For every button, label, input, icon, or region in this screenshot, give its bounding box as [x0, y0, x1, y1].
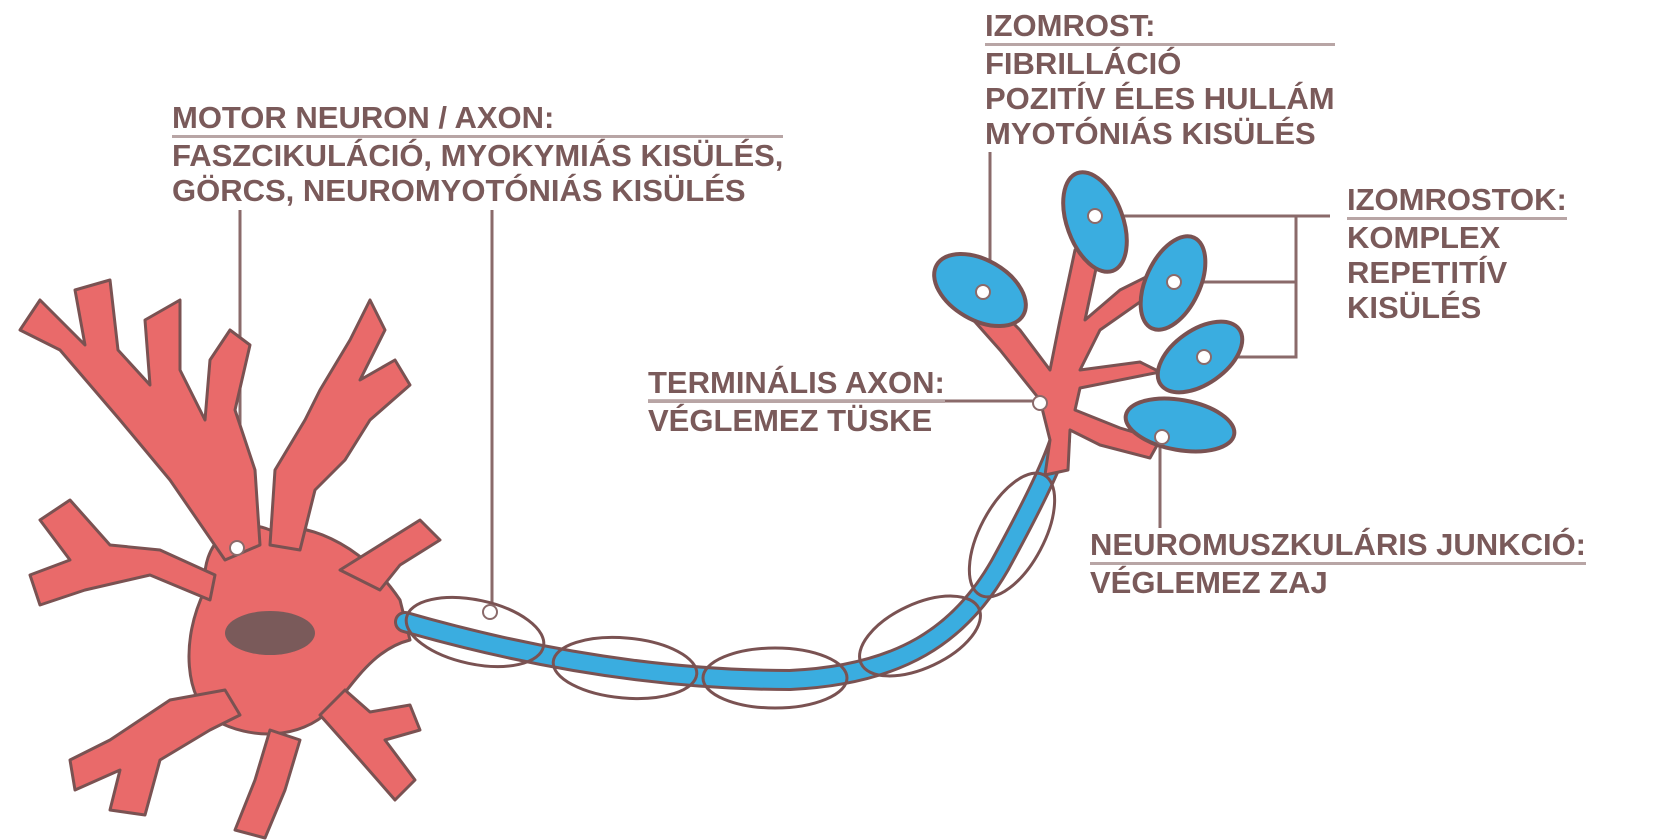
label-terminalis-line-1: VÉGLEMEZ TÜSKE [648, 403, 945, 438]
label-junkcio: NEUROMUSZKULÁRIS JUNKCIÓ: VÉGLEMEZ ZAJ [1090, 527, 1586, 600]
label-motor-neuron-line-1: FASZCIKULÁCIÓ, MYOKYMIÁS KISÜLÉS, [172, 138, 783, 173]
label-motor-neuron: MOTOR NEURON / AXON: FASZCIKULÁCIÓ, MYOK… [172, 100, 783, 208]
fiber-dot-1 [976, 285, 990, 299]
dendrite-lower-left [70, 690, 240, 815]
label-izomrostok-line-3: KISÜLÉS [1347, 290, 1567, 325]
label-izomrostok-heading: IZOMROSTOK: [1347, 182, 1567, 220]
label-terminalis: TERMINÁLIS AXON: VÉGLEMEZ TÜSKE [648, 365, 945, 438]
dendrite-lower-right [320, 690, 420, 800]
label-izomrost-line-2: POZITÍV ÉLES HULLÁM [985, 81, 1335, 116]
terminal-dot [1033, 396, 1047, 410]
fiber-dot-2 [1088, 209, 1102, 223]
dendrite-bottom [235, 730, 300, 838]
dendrite-top [270, 300, 410, 550]
label-izomrostok: IZOMROSTOK: KOMPLEX REPETITÍV KISÜLÉS [1347, 182, 1567, 325]
label-junkcio-line-1: VÉGLEMEZ ZAJ [1090, 565, 1586, 600]
label-junkcio-heading: NEUROMUSZKULÁRIS JUNKCIÓ: [1090, 527, 1586, 565]
label-izomrostok-line-1: KOMPLEX [1347, 220, 1567, 255]
axon-marker-dot [483, 605, 497, 619]
label-izomrost-line-3: MYOTÓNIÁS KISÜLÉS [985, 116, 1335, 151]
dendrite-left [30, 500, 215, 605]
fiber-dot-3 [1167, 275, 1181, 289]
label-motor-neuron-heading: MOTOR NEURON / AXON: [172, 100, 783, 138]
label-terminalis-heading: TERMINÁLIS AXON: [648, 365, 945, 403]
label-izomrost-line-1: FIBRILLÁCIÓ [985, 46, 1335, 81]
label-motor-neuron-line-2: GÖRCS, NEUROMYOTÓNIÁS KISÜLÉS [172, 173, 783, 208]
axon-core-fill [405, 440, 1060, 680]
soma-marker-dot [230, 541, 244, 555]
fiber-dot-5 [1155, 430, 1169, 444]
nucleus [225, 611, 315, 655]
label-izomrostok-line-2: REPETITÍV [1347, 255, 1567, 290]
fiber-dot-4 [1197, 350, 1211, 364]
label-izomrost: IZOMROST: FIBRILLÁCIÓ POZITÍV ÉLES HULLÁ… [985, 8, 1335, 151]
label-izomrost-heading: IZOMROST: [985, 8, 1335, 46]
